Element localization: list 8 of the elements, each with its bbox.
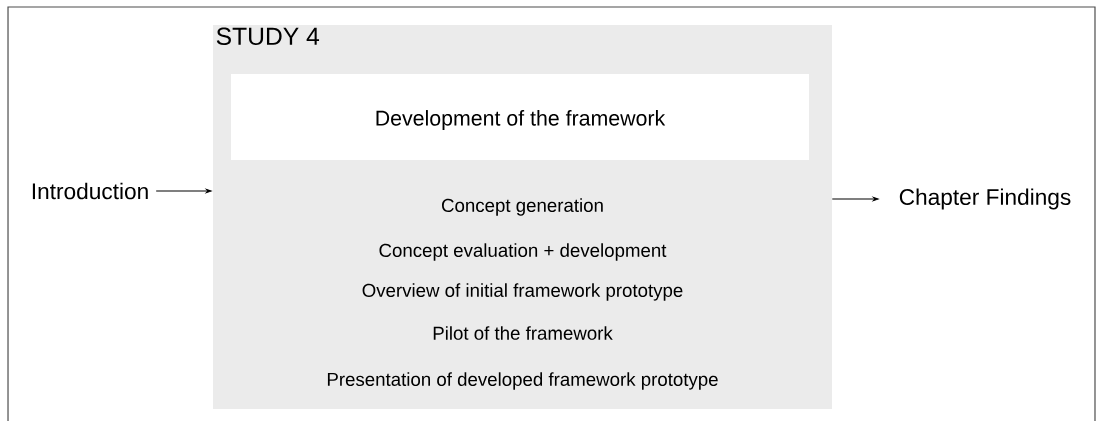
label-text: Chapter Findings — [899, 188, 1071, 210]
label-text: Introduction — [32, 182, 148, 200]
step-text: Concept evaluation + development — [379, 243, 667, 261]
title-box: Development of the framework — [231, 74, 809, 160]
step-text: Pilot of the framework — [433, 326, 613, 340]
step-text: Presentation of developed framework prototype — [327, 372, 718, 390]
step-text: Overview of initial framework prototype — [362, 283, 683, 301]
step-text: Concept generation — [442, 198, 603, 216]
